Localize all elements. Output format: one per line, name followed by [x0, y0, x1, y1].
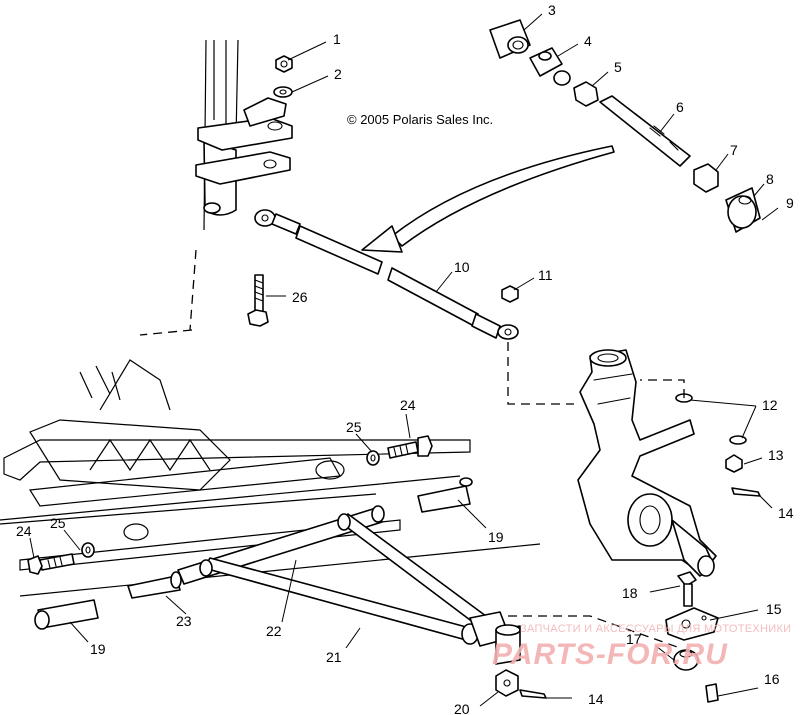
chassis-frame-outline: [0, 359, 541, 597]
callout-10: 10: [454, 259, 470, 275]
callout-12: 12: [762, 397, 778, 413]
tie-rod-assembly-part-10: [254, 209, 519, 340]
callout-25a: 25: [346, 419, 362, 435]
callout-19b: 19: [90, 641, 106, 657]
tie-rod-exploded: [489, 19, 761, 233]
cotter-pin-part-14b: [519, 689, 547, 699]
nut-part-20: [495, 669, 519, 697]
castle-nut-part-11: [501, 285, 519, 303]
callout-23: 23: [176, 613, 192, 629]
callout-13: 13: [768, 447, 784, 463]
watermark-tagline: ЗАПЧАСТИ И АКСЕССУАРЫ ДЛЯ МОТОТЕХНИКИ: [520, 623, 791, 635]
washer-part-2: [273, 86, 293, 98]
spindle-alignment-line: [640, 379, 685, 398]
callout-14a: 14: [778, 505, 794, 521]
callout-19a: 19: [488, 529, 504, 545]
bolt-part-24b: [27, 553, 75, 575]
cotter-pin-part-14a: [731, 487, 761, 497]
callout-20: 20: [454, 701, 470, 715]
callout-26: 26: [292, 289, 308, 305]
nut-part-1: [275, 55, 293, 73]
bolt-part-26: [247, 274, 269, 327]
sleeve-part-19a: [417, 477, 473, 513]
callout-18: 18: [622, 585, 638, 601]
assembly-arrow: [361, 145, 615, 253]
callout-9: 9: [786, 195, 794, 211]
callout-21: 21: [326, 649, 342, 665]
callout-7: 7: [730, 142, 738, 158]
nut-part-13: [725, 454, 743, 473]
bolt-part-18: [677, 571, 697, 607]
callout-6: 6: [676, 99, 684, 115]
callout-25b: 25: [50, 515, 66, 531]
callout-16: 16: [764, 671, 780, 687]
ball-joint-plate-part-15: [665, 607, 719, 641]
spindle-knuckle: [577, 349, 717, 577]
callout-8: 8: [766, 171, 774, 187]
washer-part-25b: [81, 542, 95, 558]
callout-11: 11: [538, 267, 553, 283]
sleeve-part-19b: [34, 599, 99, 630]
sleeve-part-23: [127, 571, 182, 599]
leader-lines: [29, 13, 779, 707]
bolt-part-24a: [387, 435, 433, 459]
callout-1: 1: [333, 31, 341, 47]
callout-2: 2: [334, 66, 342, 82]
watermark-site: PARTS-FOR.RU: [492, 638, 728, 671]
bushing-part-20-stack: [495, 624, 521, 665]
washer-part-25a: [366, 450, 380, 466]
tie-rod-alignment-line: [507, 342, 574, 405]
callout-22: 22: [266, 623, 282, 639]
ball-joint-alignment-line: [508, 615, 681, 649]
callout-24a: 24: [400, 397, 416, 413]
steering-post: [139, 39, 293, 336]
washer-part-12b: [729, 435, 747, 445]
callout-5: 5: [614, 59, 622, 75]
watermark: ЗАПЧАСТИ И АКСЕССУАРЫ ДЛЯ МОТОТЕХНИКИ PA…: [492, 623, 791, 671]
callout-24b: 24: [16, 523, 32, 539]
callout-17: 17: [626, 631, 642, 647]
a-arm-part-21-22: [177, 505, 511, 647]
callout-14b: 14: [588, 691, 604, 707]
bolt-part-16: [705, 683, 719, 703]
callout-3: 3: [548, 2, 556, 18]
copyright-text: © 2005 Polaris Sales Inc.: [347, 112, 493, 127]
callout-4: 4: [584, 33, 592, 49]
callout-labels: 1 2 3 4 5 6 7 8 9 10 11 12 13 14 15 16 1…: [16, 2, 794, 715]
callout-15: 15: [766, 601, 782, 617]
